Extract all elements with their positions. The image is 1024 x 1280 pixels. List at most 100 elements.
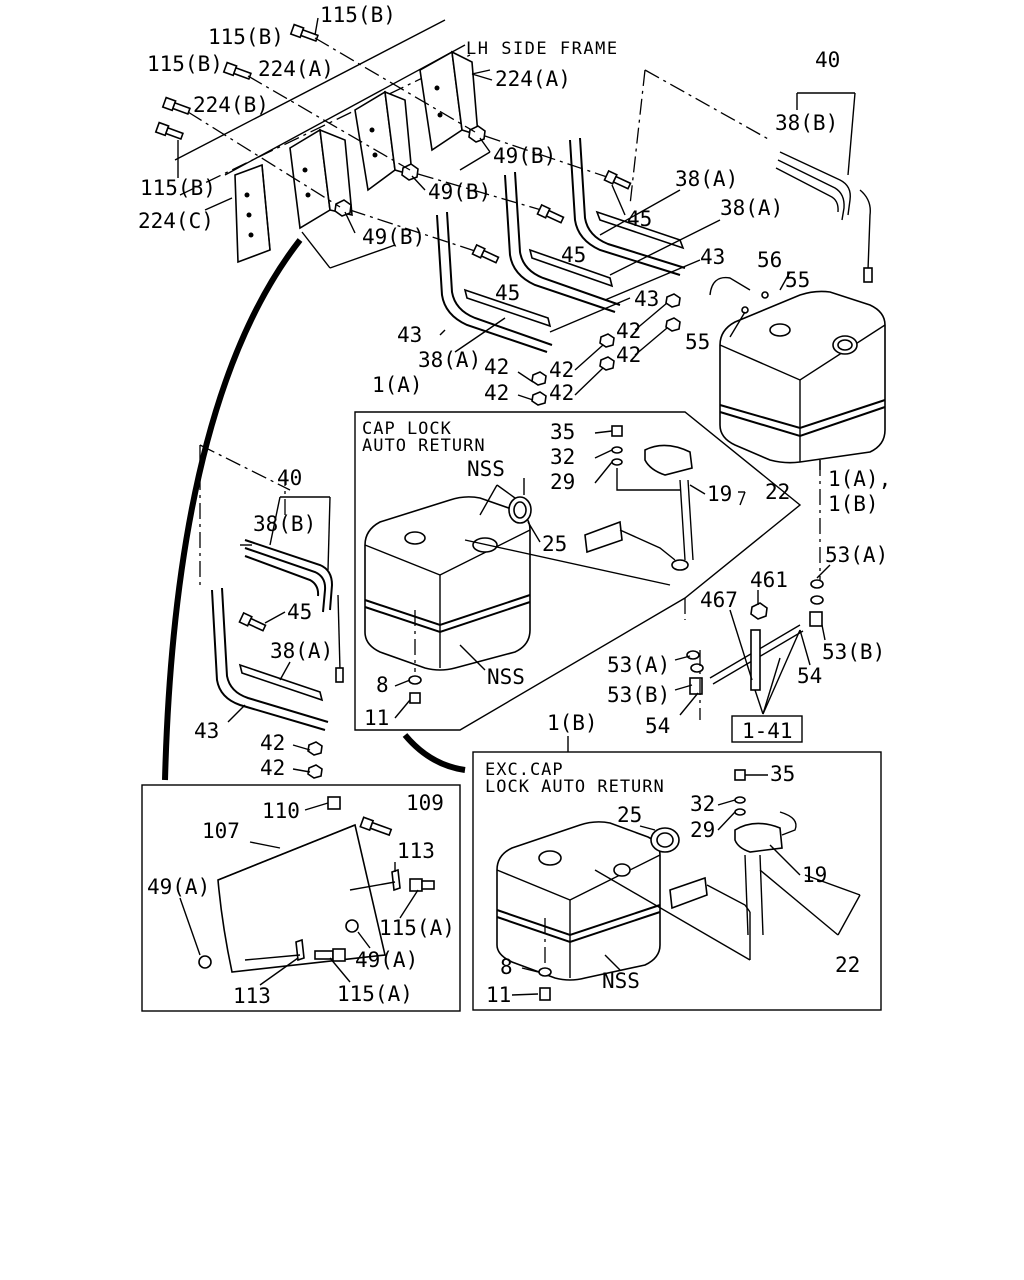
label-56: 56	[757, 248, 782, 272]
label-42-8: 42	[260, 756, 285, 780]
label-38a-3: 38(A)	[418, 348, 481, 372]
bolts-115b	[154, 23, 319, 141]
label-25-2: 25	[617, 803, 642, 827]
label-38b-1: 38(B)	[775, 111, 838, 135]
label-42-5: 42	[484, 381, 509, 405]
label-nss-1: NSS	[467, 457, 505, 481]
label-32-2: 32	[690, 792, 715, 816]
label-224b: 224(B)	[193, 93, 269, 117]
label-8-2: 8	[500, 955, 513, 979]
label-11-2: 11	[486, 983, 511, 1007]
bracket-224a-right	[419, 50, 479, 152]
label-45-3: 45	[495, 281, 520, 305]
label-38b-2: 38(B)	[253, 512, 316, 536]
assembly-lines-top	[187, 37, 771, 269]
exc-cap-title-1: EXC.CAP	[485, 760, 564, 780]
bracket-224b	[289, 128, 353, 230]
label-113-1: 113	[397, 839, 435, 863]
label-107: 107	[202, 819, 240, 843]
label-leaders	[177, 17, 861, 996]
strap-assembly-top	[436, 137, 686, 406]
label-467: 467	[700, 588, 738, 612]
label-45-1: 45	[627, 207, 652, 231]
label-22-1: 22	[765, 480, 790, 504]
label-45-2: 45	[561, 243, 586, 267]
label-29-1: 29	[550, 470, 575, 494]
label-43-4: 43	[194, 719, 219, 743]
label-54-2: 54	[645, 714, 670, 738]
label-54-1: 54	[797, 664, 822, 688]
label-53a-1: 53(A)	[825, 543, 888, 567]
label-45-4: 45	[287, 600, 312, 624]
label-43-1: 43	[700, 245, 725, 269]
fuel-tank-top-right	[709, 276, 886, 464]
label-40-2: 40	[277, 466, 302, 490]
label-35-1: 35	[550, 420, 575, 444]
drain-pipe-assembly: 1-41	[684, 460, 824, 743]
label-1a-1b-1: 1(A),	[828, 467, 891, 491]
mud-guard-box	[141, 784, 461, 1012]
label-115b-3: 115(B)	[147, 52, 223, 76]
label-22-2: 22	[835, 953, 860, 977]
label-1a: 1(A)	[372, 373, 423, 397]
label-42-1: 42	[616, 319, 641, 343]
label-224a-2: 224(A)	[495, 67, 571, 91]
label-1b: 1(B)	[547, 711, 598, 735]
cap-lock-title-2: AUTO RETURN	[362, 436, 486, 456]
ref-box-label: 1-41	[742, 719, 793, 743]
label-42-2: 42	[616, 343, 641, 367]
labels: LH SIDE FRAME 115(B) 115(B) 115(B) 115(B…	[138, 3, 891, 1008]
label-29-2: 29	[690, 818, 715, 842]
label-42-6: 42	[549, 381, 574, 405]
label-110: 110	[262, 799, 300, 823]
label-19-1: 19	[707, 482, 732, 506]
curved-leaders	[162, 238, 466, 781]
cap-lock-title-1: CAP LOCK	[362, 419, 452, 439]
label-35-2: 35	[770, 762, 795, 786]
label-38a-2: 38(A)	[720, 196, 783, 220]
cap-lock-auto-return-box: CAP LOCK AUTO RETURN	[354, 411, 802, 731]
label-115b-4: 115(B)	[140, 176, 216, 200]
label-42-7: 42	[260, 731, 285, 755]
label-42-4: 42	[484, 355, 509, 379]
label-49a-2: 49(A)	[355, 948, 418, 972]
label-1a-1b-2: 1(B)	[828, 492, 879, 516]
label-53b-1: 53(B)	[822, 640, 885, 664]
label-55-1: 55	[785, 268, 810, 292]
label-115b-1: 115(B)	[320, 3, 396, 27]
label-115b-2: 115(B)	[208, 25, 284, 49]
exc-cap-title-2: LOCK AUTO RETURN	[485, 777, 665, 797]
label-32-1: 32	[550, 445, 575, 469]
label-11-1: 11	[364, 706, 389, 730]
label-53a-2: 53(A)	[607, 653, 670, 677]
label-nss-3: NSS	[602, 969, 640, 993]
lh-side-frame-label: LH SIDE FRAME	[466, 39, 619, 59]
label-224c: 224(C)	[138, 209, 214, 233]
bracket-224c	[234, 163, 271, 264]
label-55-2: 55	[685, 330, 710, 354]
label-53b-2: 53(B)	[607, 683, 670, 707]
label-43-2: 43	[634, 287, 659, 311]
label-49b-2: 49(B)	[428, 180, 491, 204]
part-40-strip-top	[775, 92, 873, 283]
label-224a-1: 224(A)	[258, 57, 334, 81]
label-461: 461	[750, 568, 788, 592]
label-49b-3: 49(B)	[362, 225, 425, 249]
exc-cap-box: EXC.CAP LOCK AUTO RETURN	[472, 751, 882, 1011]
label-49b-1: 49(B)	[493, 144, 556, 168]
label-109: 109	[406, 791, 444, 815]
label-38a-4: 38(A)	[270, 639, 333, 663]
label-40-1: 40	[815, 48, 840, 72]
strap-assembly-left	[199, 444, 344, 779]
label-42-3: 42	[549, 358, 574, 382]
label-43-3: 43	[397, 323, 422, 347]
label-8-1: 8	[376, 673, 389, 697]
label-115a-2: 115(A)	[337, 982, 413, 1006]
label-113-2: 113	[233, 984, 271, 1008]
label-nss-2: NSS	[487, 665, 525, 689]
label-38a-1: 38(A)	[675, 167, 738, 191]
label-115a-1: 115(A)	[379, 916, 455, 940]
label-49a-1: 49(A)	[147, 875, 210, 899]
label-25-1: 25	[542, 532, 567, 556]
